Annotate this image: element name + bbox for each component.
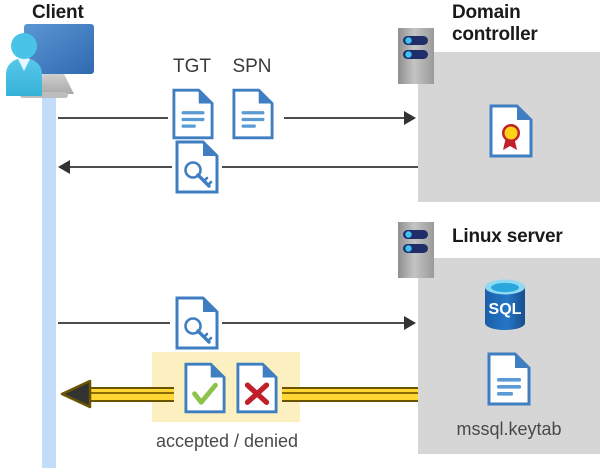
message-4-line-right (282, 387, 418, 402)
domain-controller-title: Domain controller (452, 2, 538, 45)
message-3-line-left (58, 322, 170, 324)
message-3-line-right (222, 322, 404, 324)
message-4-arrowhead (60, 378, 92, 415)
message-2-arrowhead (58, 160, 70, 174)
client-workstation-user-icon (4, 22, 108, 100)
server-rack-icon-domain-controller (398, 28, 434, 89)
keytab-document-icon (487, 352, 531, 411)
message-4-line-left (88, 387, 174, 402)
message-2-document-key-icon (174, 140, 220, 199)
keytab-filename-label: mssql.keytab (456, 419, 562, 439)
message-1-line-right (284, 117, 404, 119)
message-2-line-left (70, 166, 172, 168)
document-x-icon (236, 362, 278, 419)
tgt-document-lines-icon (172, 88, 214, 145)
server-rack-icon-linux-server (398, 222, 434, 283)
linux-server-title: Linux server (452, 226, 563, 247)
spn-document-lines-icon (232, 88, 274, 145)
client-title: Client (32, 2, 84, 23)
message-2-line-right (222, 166, 418, 168)
message-1-arrowhead (404, 111, 416, 125)
message-3-arrowhead (404, 316, 416, 330)
document-check-icon (184, 362, 226, 419)
tgt-label: TGT (173, 56, 211, 77)
sql-database-icon: SQL (481, 278, 529, 337)
spn-label: SPN (232, 56, 272, 77)
certificate-document-icon (489, 104, 533, 163)
message-3-document-key-icon (174, 296, 220, 355)
message-1-line-left (58, 117, 168, 119)
accepted-denied-caption: accepted / denied (155, 431, 299, 451)
client-lifeline (42, 74, 56, 468)
sql-label: SQL (489, 301, 522, 318)
